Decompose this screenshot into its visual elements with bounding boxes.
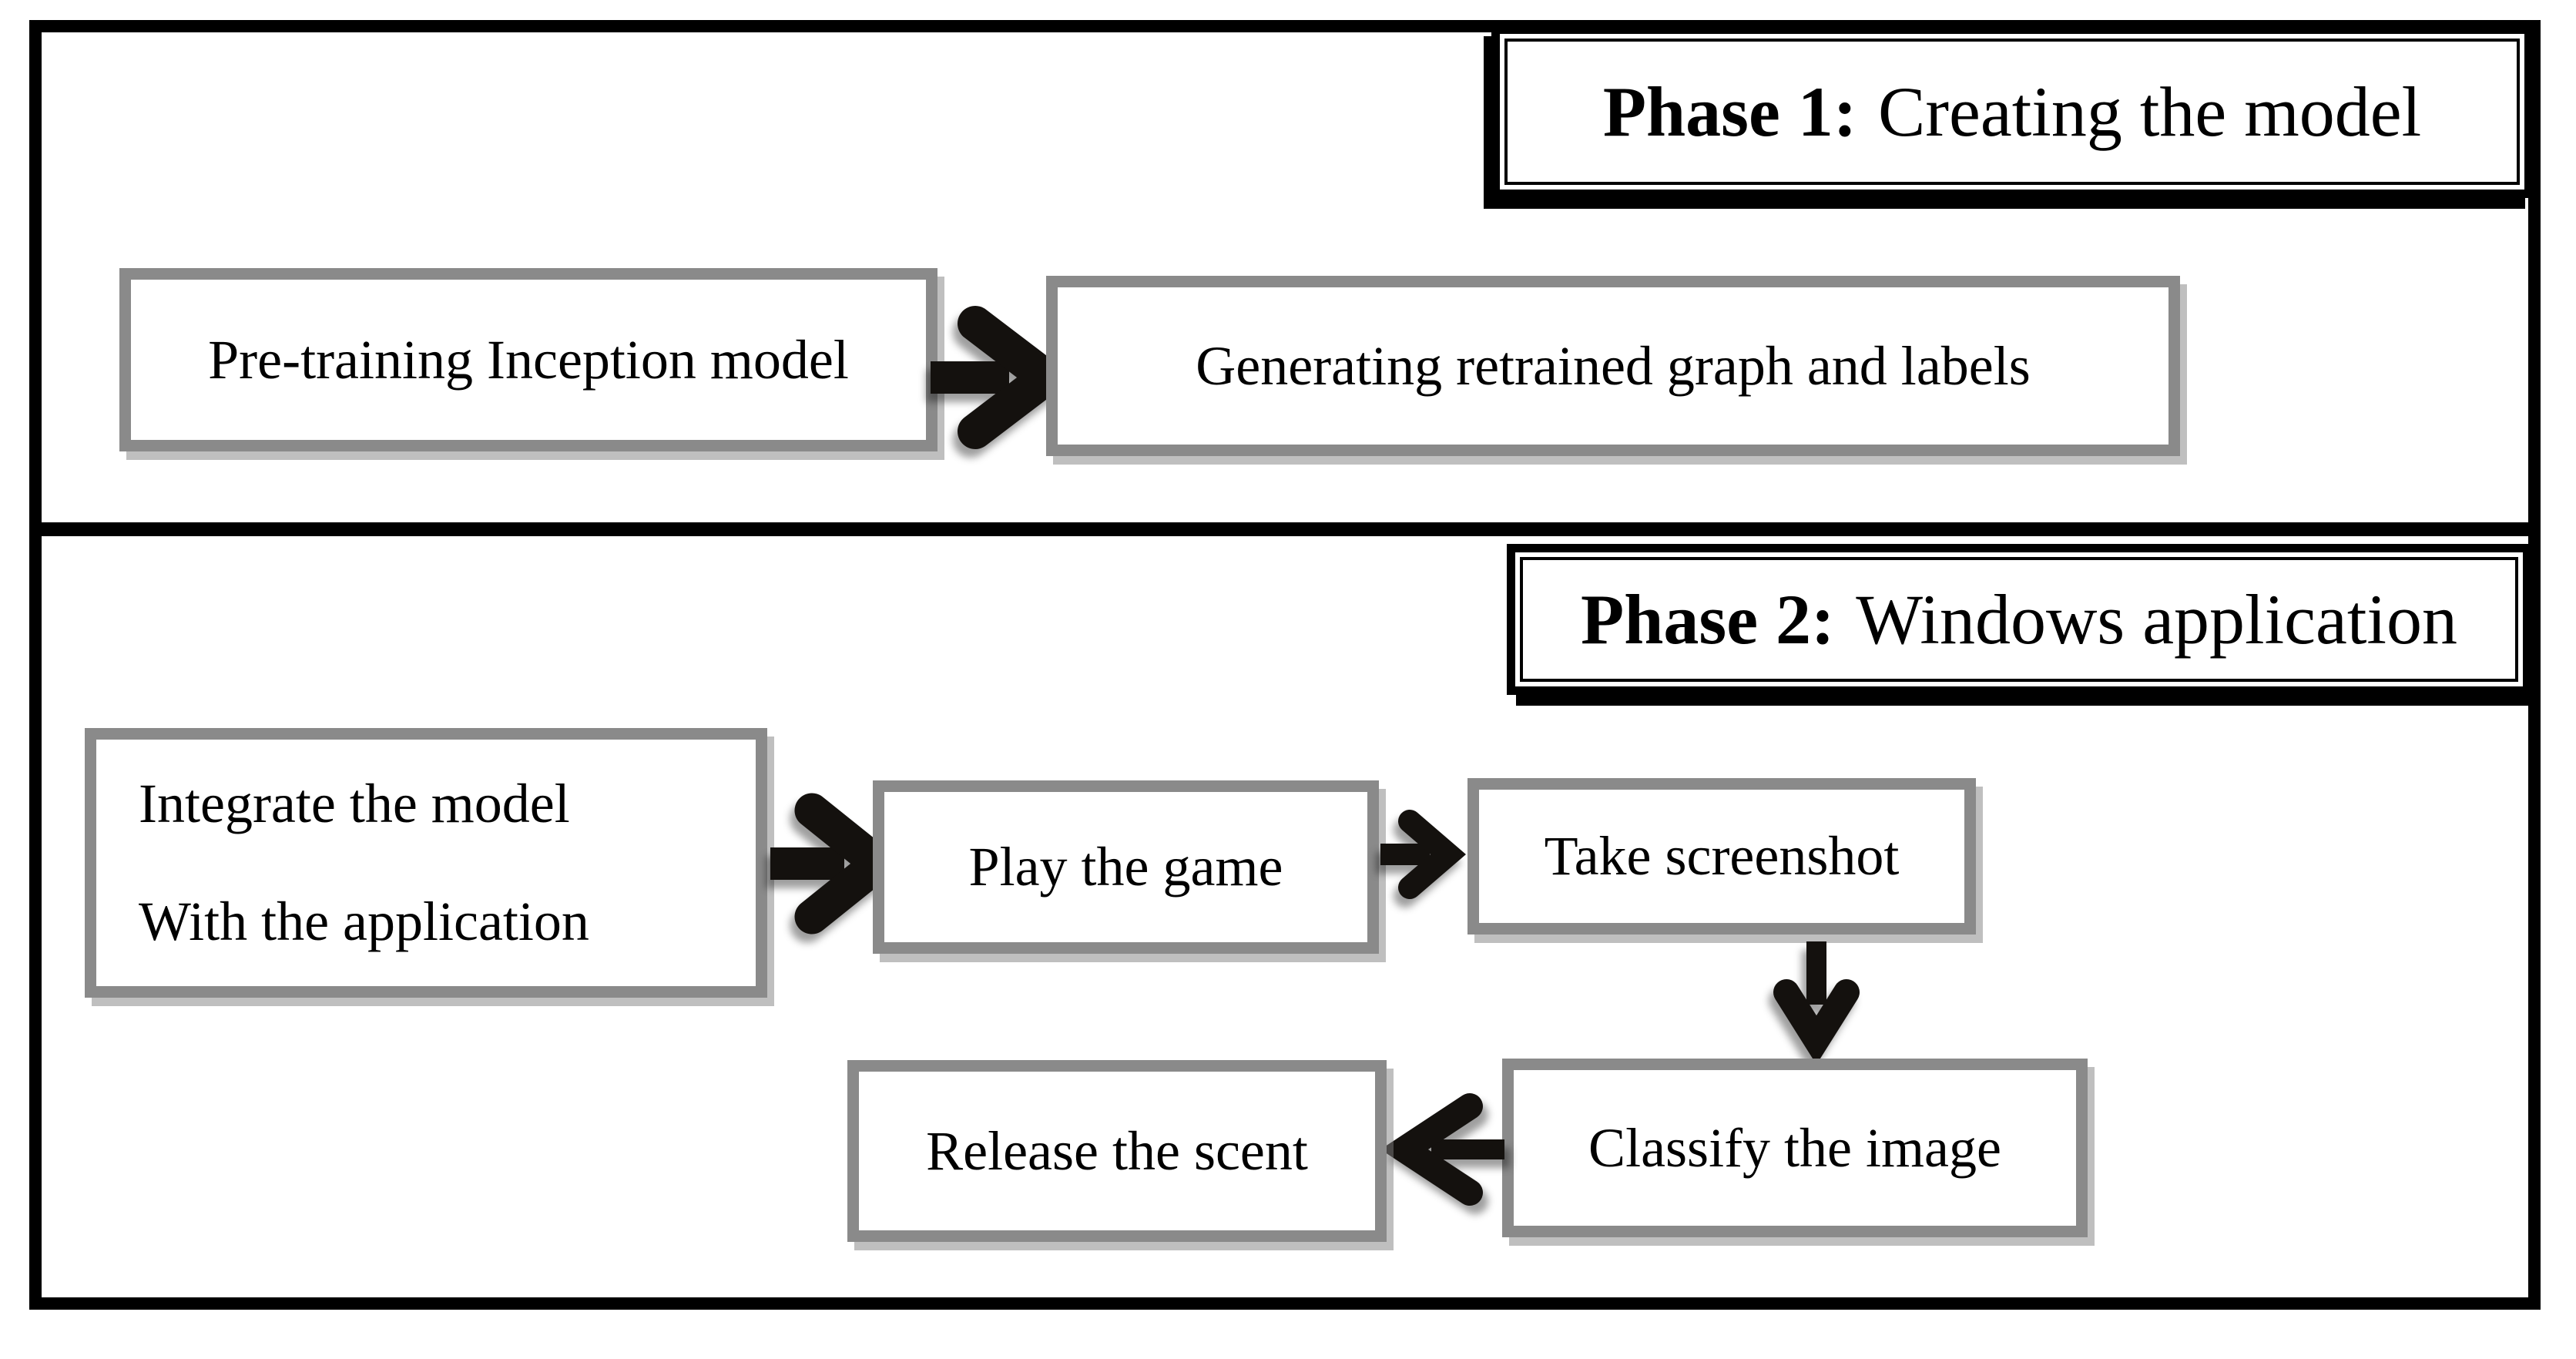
step-integrate-box: Integrate the model With the application <box>85 728 767 998</box>
step-screenshot-box: Take screenshot <box>1467 778 1976 935</box>
phase2-title-prefix: Phase 2: <box>1581 580 1835 659</box>
phase1-title-box: Phase 1: Creating the model <box>1491 25 2533 198</box>
step-screenshot-label: Take screenshot <box>1544 825 1900 887</box>
step-classify-box: Classify the image <box>1502 1059 2088 1237</box>
step-generating-label: Generating retrained graph and labels <box>1196 334 2031 397</box>
phase2-title-text: Windows application <box>1856 580 2457 659</box>
phase1-title-text: Creating the model <box>1878 72 2422 151</box>
step-integrate-line1: Integrate the model <box>139 773 570 834</box>
step-play-label: Play the game <box>968 836 1283 898</box>
phase1-title: Phase 1: Creating the model <box>1504 39 2520 185</box>
step-play-box: Play the game <box>873 780 1379 954</box>
phase2-title: Phase 2: Windows application <box>1520 557 2518 682</box>
step-integrate-line2: With the application <box>139 891 589 952</box>
step-pretraining-box: Pre-training Inception model <box>119 268 937 451</box>
phase2-title-box: Phase 2: Windows application <box>1507 544 2531 695</box>
step-pretraining-label: Pre-training Inception model <box>208 328 849 391</box>
step-generating-box: Generating retrained graph and labels <box>1046 276 2180 456</box>
figure-frame <box>29 20 2541 1310</box>
phase1-title-prefix: Phase 1: <box>1602 72 1857 151</box>
step-release-box: Release the scent <box>847 1060 1387 1242</box>
step-classify-label: Classify the image <box>1588 1116 2001 1179</box>
step-release-label: Release the scent <box>926 1119 1308 1182</box>
phase-divider-line <box>29 522 2541 536</box>
